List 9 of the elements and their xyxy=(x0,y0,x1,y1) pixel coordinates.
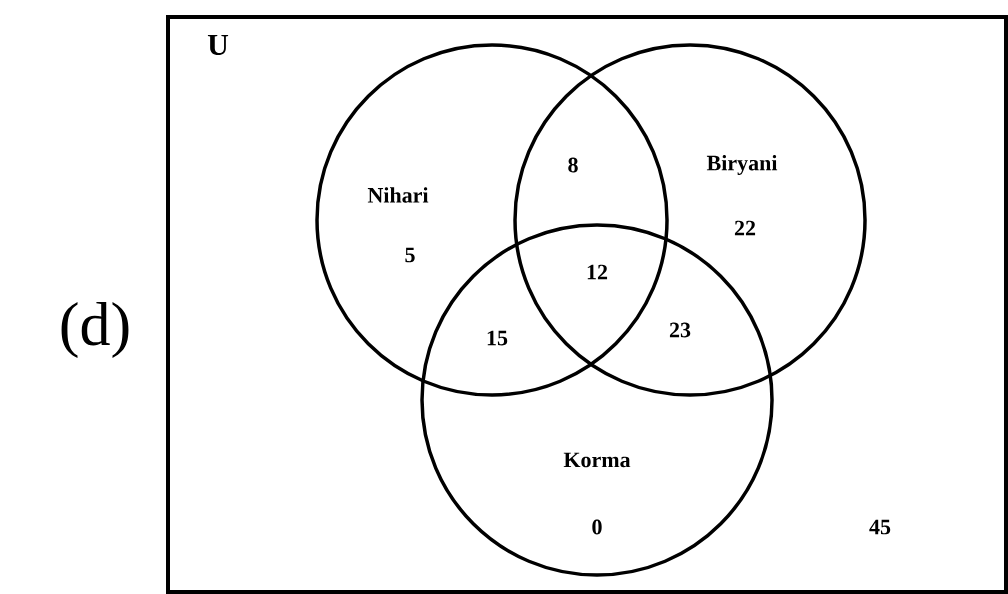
region-count: 12 xyxy=(587,264,608,280)
region-count: 15 xyxy=(487,330,508,346)
region-count: 0 xyxy=(592,519,602,535)
region-count: 8 xyxy=(568,157,578,173)
region-count: 5 xyxy=(405,247,415,263)
panel-label: (d) xyxy=(61,301,129,359)
region-count: 23 xyxy=(669,322,691,338)
region-count: 22 xyxy=(734,220,756,236)
region-count: 45 xyxy=(869,519,891,535)
